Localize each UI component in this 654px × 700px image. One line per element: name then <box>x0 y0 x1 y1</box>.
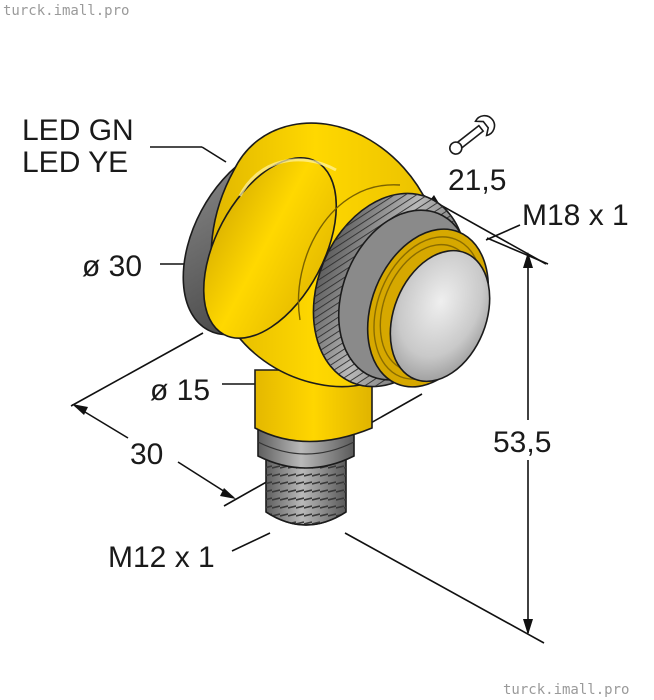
watermark-bottom: turck.imall.pro <box>503 682 629 698</box>
label-diameter-15: ø 15 <box>150 374 210 407</box>
wrench-icon <box>449 114 496 155</box>
lens <box>389 249 491 383</box>
connector-stem <box>254 369 373 526</box>
label-thread-m12: M12 x 1 <box>108 541 215 574</box>
label-led-ye: LED YE <box>22 146 128 179</box>
label-thread-m18: M18 x 1 <box>522 199 629 232</box>
label-height-53-5: 53,5 <box>493 426 551 459</box>
label-diameter-30: ø 30 <box>82 250 142 283</box>
label-depth-30: 30 <box>130 438 163 471</box>
label-led-gn: LED GN <box>22 114 134 147</box>
label-wrench-size: 21,5 <box>448 164 506 197</box>
watermark-top: turck.imall.pro <box>3 3 129 19</box>
labels: LED GN LED YE 21,5 M18 x 1 ø 30 ø 15 30 … <box>22 114 629 574</box>
